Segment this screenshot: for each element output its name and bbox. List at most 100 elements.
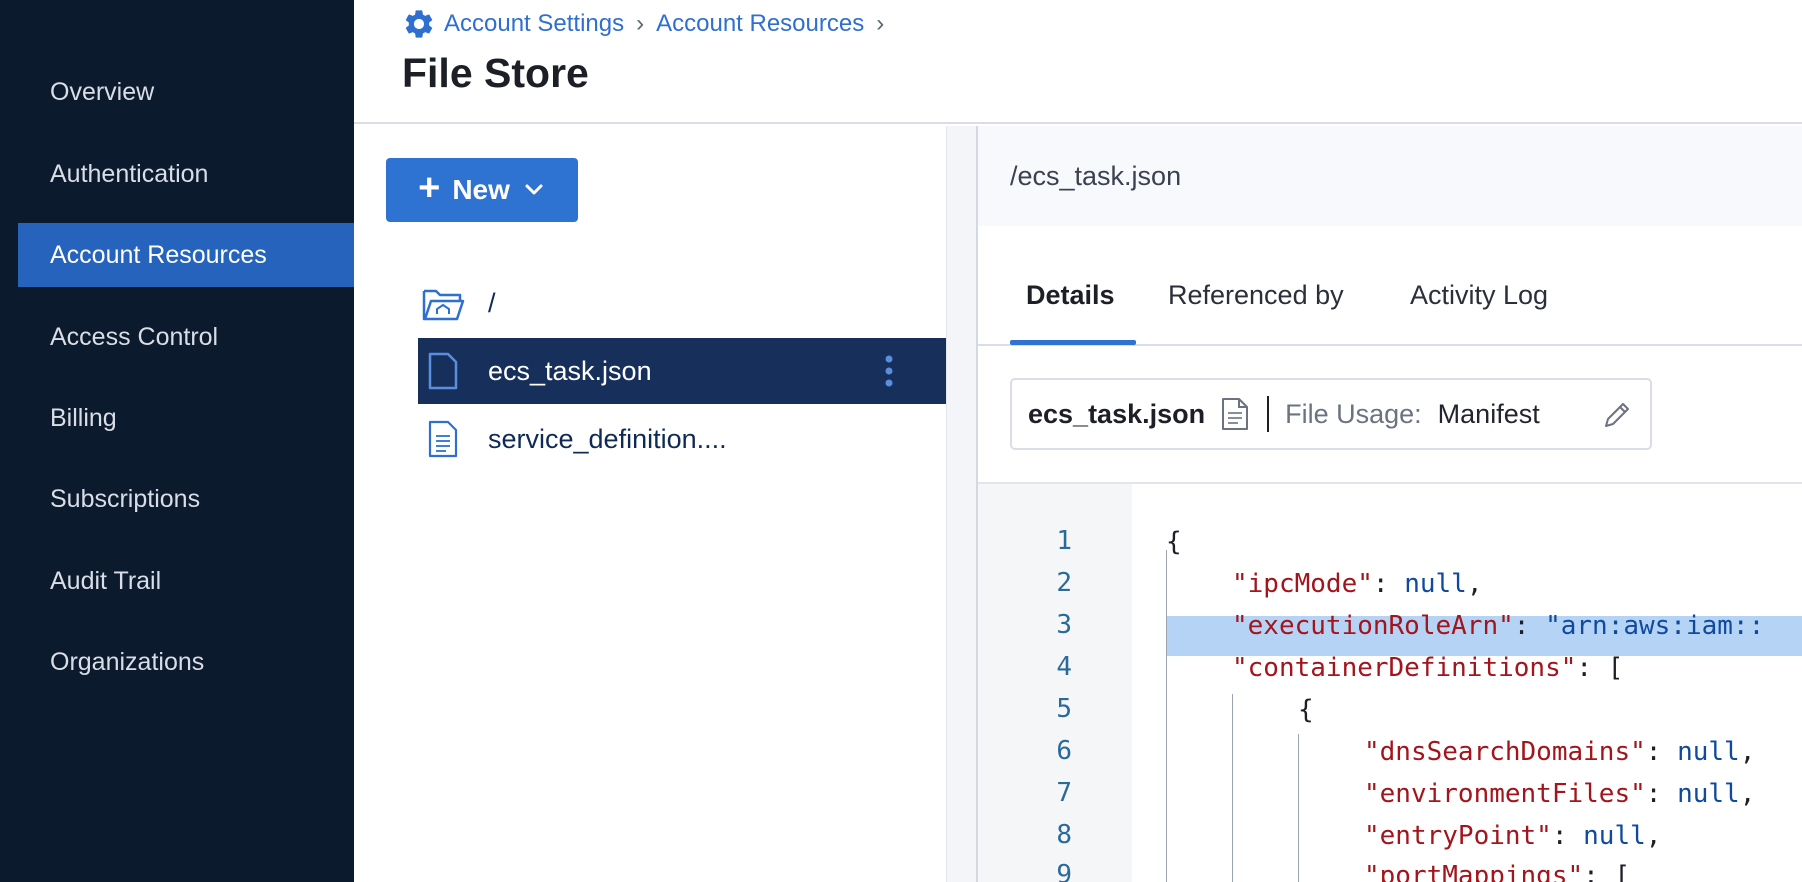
line-number: 9 xyxy=(1056,860,1072,882)
page-header: Account Settings › Account Resources › F… xyxy=(354,0,1802,124)
line-number: 4 xyxy=(1056,652,1072,682)
code-line: "environmentFiles": null, xyxy=(1364,774,1755,814)
file-name: ecs_task.json xyxy=(1028,398,1206,429)
file-info-card: ecs_task.json File Usage: Manifest xyxy=(1010,378,1652,450)
line-number: 7 xyxy=(1056,778,1072,808)
document-icon xyxy=(1222,398,1249,430)
page-title: File Store xyxy=(402,50,589,96)
json-key: "dnsSearchDomains" xyxy=(1364,737,1646,767)
tree-file-ecs-task[interactable]: ecs_task.json xyxy=(418,338,946,404)
gear-icon xyxy=(405,10,433,38)
file-usage-label: File Usage: xyxy=(1285,398,1422,429)
sidebar-item-subscriptions[interactable]: Subscriptions xyxy=(18,467,354,531)
json-value: null xyxy=(1583,821,1646,851)
file-path: /ecs_task.json xyxy=(1010,160,1182,191)
json-value: "arn:aws:iam:: xyxy=(1545,611,1765,641)
json-key: "environmentFiles" xyxy=(1364,779,1646,809)
plus-icon: + xyxy=(418,167,441,209)
sidebar-item-label: Authentication xyxy=(50,159,209,188)
json-key: "ipcMode" xyxy=(1232,569,1373,599)
sidebar-item-access-control[interactable]: Access Control xyxy=(18,305,354,369)
new-button-label: New xyxy=(452,174,510,205)
sidebar-item-audit-trail[interactable]: Audit Trail xyxy=(18,549,354,613)
new-button[interactable]: + New xyxy=(386,158,578,222)
tree-file-service-definition[interactable]: service_definition.... xyxy=(418,406,946,472)
line-number: 6 xyxy=(1056,736,1072,766)
code-token: { xyxy=(1298,695,1314,725)
code-token: { xyxy=(1166,527,1182,557)
tab-activity-log[interactable]: Activity Log xyxy=(1410,280,1549,310)
active-tab-indicator xyxy=(1010,340,1136,345)
line-number: 8 xyxy=(1056,820,1072,850)
sidebar-item-billing[interactable]: Billing xyxy=(18,386,354,450)
json-value: null xyxy=(1404,569,1467,599)
json-key: "entryPoint" xyxy=(1364,821,1552,851)
indent-guide xyxy=(1232,694,1233,882)
sidebar-item-overview[interactable]: Overview xyxy=(18,60,354,124)
code-token: : xyxy=(1583,861,1615,882)
json-value: null xyxy=(1677,737,1740,767)
code-line: "portMappings": [ xyxy=(1364,856,1630,882)
divider xyxy=(1267,396,1270,432)
code-line: "containerDefinitions": [ xyxy=(1232,648,1623,688)
sidebar-item-label: Billing xyxy=(50,403,117,432)
sidebar-item-label: Account Resources xyxy=(50,240,267,269)
tree-file-label: service_definition.... xyxy=(488,423,727,454)
sidebar-item-label: Overview xyxy=(50,77,155,106)
code-token: : xyxy=(1372,569,1405,599)
code-token: : xyxy=(1551,821,1584,851)
panel-divider-scrollbar[interactable] xyxy=(946,126,978,882)
file-detail-panel: /ecs_task.json Details Referenced by Act… xyxy=(978,126,1802,882)
breadcrumb-account-resources[interactable]: Account Resources xyxy=(656,10,865,37)
selected-line-highlight xyxy=(1166,616,1802,656)
line-number: 5 xyxy=(1056,694,1072,724)
code-token: : xyxy=(1645,737,1678,767)
edit-pencil-icon[interactable] xyxy=(1600,398,1634,432)
code-token: : xyxy=(1513,611,1546,641)
indent-guide xyxy=(1166,550,1167,882)
code-line: "ipcMode": null, xyxy=(1232,564,1482,604)
code-token: : xyxy=(1645,779,1678,809)
code-line: "entryPoint": null, xyxy=(1364,816,1661,856)
code-token: : xyxy=(1576,653,1608,683)
json-key: "portMappings" xyxy=(1364,861,1584,882)
line-number: 2 xyxy=(1056,568,1072,598)
line-number: 1 xyxy=(1056,526,1072,556)
sidebar-item-account-resources[interactable]: Account Resources xyxy=(18,223,354,287)
chevron-right-icon: › xyxy=(876,10,885,37)
more-options-icon[interactable] xyxy=(884,354,894,388)
sidebar-item-label: Audit Trail xyxy=(50,566,162,595)
code-token: , xyxy=(1466,569,1483,599)
code-token: , xyxy=(1739,779,1756,809)
code-token: [ xyxy=(1614,861,1631,882)
sidebar-item-label: Subscriptions xyxy=(50,484,201,513)
line-number: 3 xyxy=(1056,610,1072,640)
chevron-right-icon: › xyxy=(636,10,645,37)
tree-root-folder[interactable]: / xyxy=(418,270,946,336)
sidebar-item-authentication[interactable]: Authentication xyxy=(18,142,354,206)
code-line: "executionRoleArn": "arn:aws:iam:: xyxy=(1232,606,1764,646)
tree-root-label: / xyxy=(488,287,496,318)
code-line: "dnsSearchDomains": null, xyxy=(1364,732,1755,772)
json-key: "containerDefinitions" xyxy=(1232,653,1577,683)
file-tree-panel: + New / ecs_task.json xyxy=(354,126,946,882)
tree-file-label: ecs_task.json xyxy=(488,355,652,386)
tab-details[interactable]: Details xyxy=(1026,280,1115,310)
breadcrumb-account-settings[interactable]: Account Settings xyxy=(444,10,625,37)
folder-open-icon xyxy=(418,283,468,323)
sidebar-item-organizations[interactable]: Organizations xyxy=(18,630,354,694)
file-text-icon xyxy=(418,420,468,458)
file-usage-value: Manifest xyxy=(1437,398,1540,429)
json-value: null xyxy=(1677,779,1740,809)
sidebar-item-label: Access Control xyxy=(50,322,219,351)
code-token: [ xyxy=(1607,653,1624,683)
json-key: "executionRoleArn" xyxy=(1232,611,1514,641)
file-path-bar: /ecs_task.json xyxy=(978,126,1802,226)
code-line: { xyxy=(1166,522,1182,562)
chevron-down-icon xyxy=(525,184,543,195)
code-editor[interactable]: 1 2 3 4 5 6 7 8 9 { "ipcMode": null, "ex… xyxy=(978,482,1802,882)
tab-referenced-by[interactable]: Referenced by xyxy=(1168,280,1344,310)
indent-guide xyxy=(1298,734,1299,882)
sidebar-item-label: Organizations xyxy=(50,647,205,676)
code-line: { xyxy=(1298,690,1314,730)
